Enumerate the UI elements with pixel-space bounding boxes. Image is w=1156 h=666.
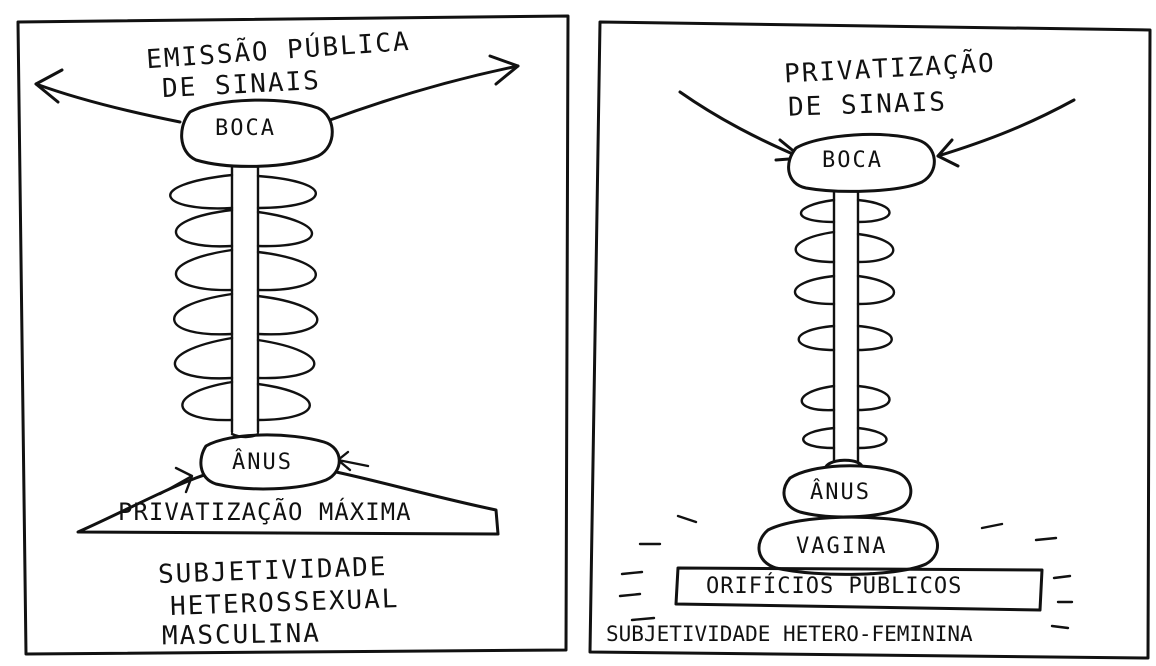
right-title-line2: DE SINAIS: [787, 87, 948, 123]
left-mouth-blob: [180, 98, 334, 168]
right-arrow-head-right: [936, 138, 960, 168]
left-panel: [16, 14, 570, 656]
right-caption: SUBJETIVIDADE HETERO-FEMININA: [606, 622, 973, 646]
left-anus-label: ÂNUS: [232, 450, 293, 475]
right-arrow-in-left: [678, 90, 804, 160]
left-mouth-label: BOCA: [215, 116, 276, 141]
right-anus-blob: [782, 464, 913, 519]
left-anus-blob: [199, 433, 341, 491]
left-base-arrow-left: [158, 466, 194, 496]
left-base-arrow-right: [336, 450, 370, 472]
right-vagina-label: VAGINA: [796, 534, 888, 559]
right-panel: [588, 20, 1152, 660]
left-arrow-head-right: [488, 54, 520, 86]
left-shaft: [230, 153, 260, 434]
right-mouth-label: BOCA: [822, 148, 883, 173]
right-arrow-in-right: [936, 98, 1076, 158]
right-base-label: ORIFÍCIOS PÚBLICOS: [706, 574, 963, 599]
right-radiating-marks: [618, 514, 1074, 630]
left-title-line2: DE SINAIS: [161, 65, 322, 105]
right-spiral: [793, 198, 895, 450]
right-shaft: [832, 188, 860, 464]
left-frame: [16, 14, 570, 656]
right-base-box: [674, 566, 1044, 612]
right-vagina-blob: [757, 515, 939, 576]
left-caption-line2: HETEROSSEXUAL: [169, 584, 400, 622]
left-arrow-out-left: [34, 82, 182, 124]
right-anus-label: ÂNUS: [810, 480, 871, 505]
left-base-label: PRIVATIZAÇÃO MÁXIMA: [118, 498, 412, 526]
right-mouth-blob: [787, 133, 936, 193]
right-frame: [588, 20, 1152, 660]
left-caption-line3: MASCULINA: [161, 618, 322, 652]
left-arrow-head-left: [34, 68, 64, 104]
left-spiral: [169, 173, 319, 422]
left-arrow-out-right: [328, 64, 520, 122]
left-shaft-base: [230, 432, 260, 439]
left-caption-line1: SUBJETIVIDADE: [157, 552, 388, 590]
